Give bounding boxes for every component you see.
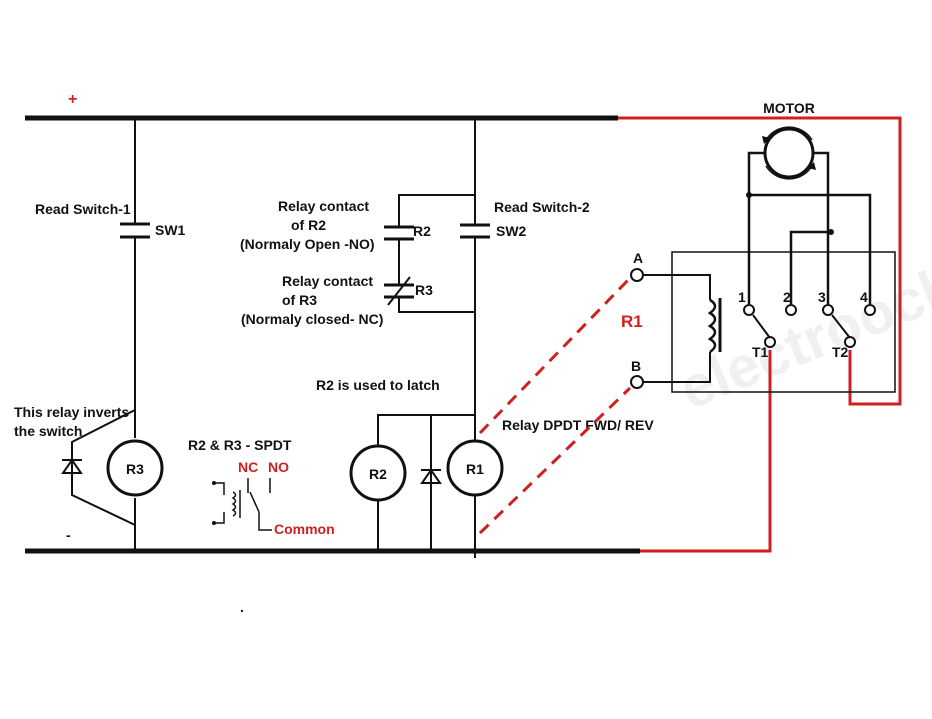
r1-link-dashed-wires — [478, 276, 632, 535]
positive-sign: + — [68, 91, 77, 108]
r3-contact-line3: (Normaly closed- NC) — [241, 311, 383, 327]
no-label: NO — [268, 459, 289, 475]
pin-t2-label: T2 — [832, 344, 849, 360]
pin-t1-label: T1 — [752, 344, 769, 360]
nc-label: NC — [238, 459, 258, 475]
r1-coil — [446, 439, 504, 497]
r2-no-contact-symbol — [384, 225, 414, 241]
r2-contact-line1: Relay contact — [278, 198, 369, 214]
spdt-note: R2 & R3 - SPDT — [188, 437, 292, 453]
pin-3-label: 3 — [818, 289, 826, 305]
sw1-tag-label: SW1 — [155, 222, 186, 238]
motor-symbol — [762, 126, 816, 180]
terminal-a-label: A — [633, 250, 643, 266]
spdt-legend-symbol — [212, 478, 272, 531]
common-label: Common — [274, 521, 335, 537]
r2-contact-tag: R2 — [413, 223, 431, 239]
relay-r1-tag: R1 — [621, 312, 643, 331]
pin-4-label: 4 — [860, 289, 868, 305]
dpdt-relay-box — [671, 251, 896, 393]
motor-wiring — [746, 151, 872, 304]
terminal-a — [630, 268, 711, 300]
r3-flyback-diode — [61, 409, 136, 526]
red-supply-wires — [618, 116, 902, 553]
sw2-name-label: Read Switch-2 — [494, 199, 590, 215]
pin-1-label: 1 — [738, 289, 746, 305]
relay-note: Relay DPDT FWD/ REV — [502, 417, 654, 433]
r3-contact-line1: Relay contact — [282, 273, 373, 289]
stray-dot: . — [240, 599, 244, 615]
inverter-note-line2: the switch — [14, 423, 82, 439]
dpdt-contacts — [743, 304, 876, 348]
relay-inductor-coil — [707, 298, 722, 354]
r3-contact-line2: of R3 — [282, 292, 317, 308]
r3-contact-tag: R3 — [415, 282, 433, 298]
sw2-tag-label: SW2 — [496, 223, 527, 239]
terminal-b-label: B — [631, 358, 641, 374]
watermark: electrooche — [671, 240, 932, 422]
sw2-switch-symbol — [460, 223, 490, 239]
r3-coil — [106, 439, 164, 497]
r2-contact-line2: of R2 — [291, 217, 326, 233]
inverter-note-line1: This relay inverts — [14, 404, 129, 420]
motor-label: MOTOR — [763, 100, 815, 116]
sw1-name-label: Read Switch-1 — [35, 201, 131, 217]
sw1-switch-symbol — [120, 222, 150, 239]
r3-coil-label: R3 — [126, 461, 144, 477]
r3-nc-contact-symbol — [384, 276, 414, 306]
negative-sign: - — [66, 527, 71, 543]
r2-coil — [349, 444, 407, 502]
r2-contact-line3: (Normaly Open -NO) — [240, 236, 375, 252]
terminal-b — [630, 352, 711, 389]
r2-coil-label: R2 — [369, 466, 387, 482]
latch-note: R2 is used to latch — [316, 377, 440, 393]
latch-contact-loop — [398, 194, 475, 313]
coil-flyback-diode — [420, 468, 442, 484]
pin-2-label: 2 — [783, 289, 791, 305]
r1-coil-label: R1 — [466, 461, 484, 477]
